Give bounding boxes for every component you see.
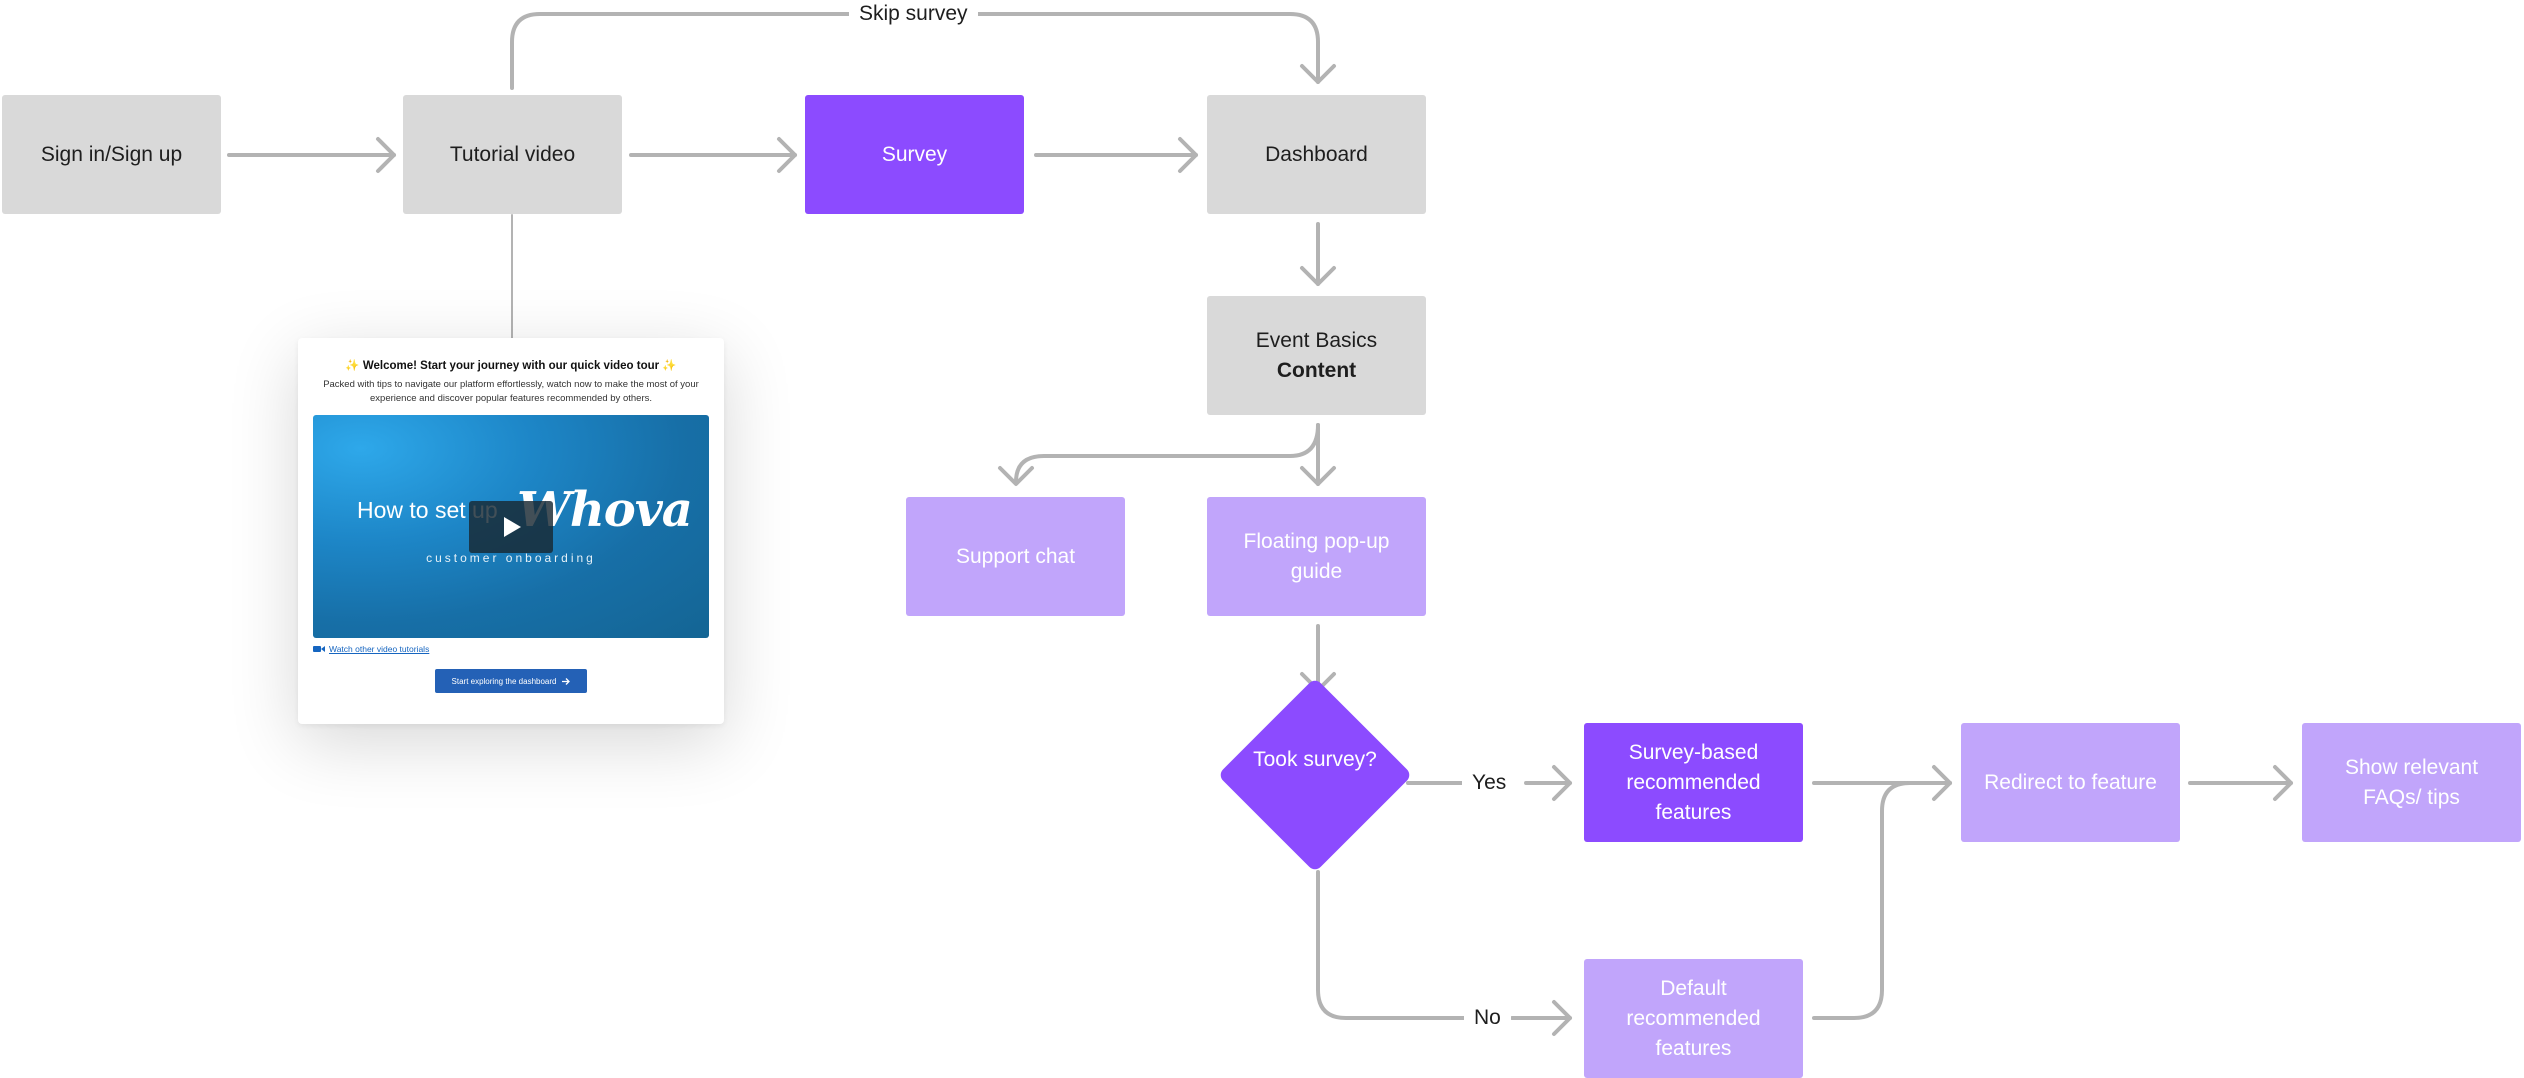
- sparkle-icon: ✨: [345, 360, 360, 372]
- node-survey-features: Survey-based recommended features: [1584, 723, 1803, 842]
- node-default-features: Default recommended features: [1584, 959, 1803, 1078]
- arrowhead-yes: [1552, 765, 1572, 801]
- video-subtitle: customer onboarding: [426, 551, 596, 565]
- node-floating-guide-label: Floating pop-up guide: [1243, 529, 1390, 583]
- node-event-basics-sublabel: Content: [1276, 358, 1357, 382]
- node-support-chat-label: Support chat: [955, 544, 1076, 568]
- node-decision-label: Took survey?: [1253, 748, 1377, 771]
- arrowhead-skip-survey: [1300, 64, 1336, 84]
- arrowhead-redirect: [1932, 765, 1952, 801]
- video-tour-modal: ✨ Welcome! Start your journey with our q…: [298, 338, 724, 724]
- edge-label-skip-survey: Skip survey: [849, 0, 978, 28]
- arrowhead-survey-dashboard: [1178, 137, 1198, 173]
- node-survey-label: Survey: [881, 142, 948, 166]
- node-faqs-label: Show relevant FAQs/ tips: [2344, 755, 2479, 809]
- arrowhead-tutorial-survey: [777, 137, 797, 173]
- modal-title: ✨ Welcome! Start your journey with our q…: [313, 358, 709, 374]
- watch-tutorials-link[interactable]: Watch other video tutorials: [329, 644, 430, 654]
- arrowhead-event-support: [998, 466, 1034, 486]
- modal-description: Packed with tips to navigate our platfor…: [323, 379, 699, 404]
- node-default-features-label: Default recommended features: [1626, 976, 1761, 1060]
- node-redirect-label: Redirect to feature: [1984, 770, 2157, 794]
- node-survey: Survey: [805, 95, 1024, 214]
- connector-no: [1316, 870, 1572, 1020]
- arrowhead-event-floating: [1300, 466, 1336, 486]
- modal-title-text: Welcome! Start your journey with our qui…: [362, 360, 660, 372]
- video-camera-icon: [313, 646, 325, 652]
- node-event-basics-label: Event Basics: [1255, 328, 1378, 352]
- arrowhead-signin-tutorial: [376, 137, 396, 173]
- arrowhead-dashboard-event: [1300, 266, 1336, 286]
- video-thumbnail[interactable]: How to set up Whova customer onboarding: [313, 415, 709, 638]
- arrow-right-icon: [562, 677, 571, 685]
- node-signin: Sign in/Sign up: [2, 95, 221, 214]
- start-exploring-button[interactable]: Start exploring the dashboard: [435, 669, 587, 693]
- arrowhead-no: [1552, 1000, 1572, 1036]
- play-button[interactable]: [469, 501, 553, 553]
- node-survey-features-label: Survey-based recommended features: [1626, 740, 1761, 824]
- tutorials-link-row: Watch other video tutorials: [313, 643, 709, 655]
- node-dashboard-label: Dashboard: [1265, 142, 1368, 166]
- node-event-basics: Event Basics Content: [1207, 296, 1426, 415]
- edge-label-no: No: [1464, 1004, 1511, 1032]
- start-exploring-label: Start exploring the dashboard: [451, 676, 557, 686]
- node-faqs: Show relevant FAQs/ tips: [2302, 723, 2521, 842]
- arrowhead-redirect-faqs: [2273, 765, 2293, 801]
- node-tutorial-label: Tutorial video: [449, 142, 576, 166]
- connector-default-features-redirect: [1812, 781, 1952, 1020]
- sparkle-icon: ✨: [662, 360, 677, 372]
- connector-event-support: [1014, 423, 1320, 484]
- play-icon: [504, 517, 521, 537]
- node-support-chat: Support chat: [906, 497, 1125, 616]
- edge-label-yes: Yes: [1462, 769, 1517, 797]
- node-redirect: Redirect to feature: [1961, 723, 2180, 842]
- node-signin-label: Sign in/Sign up: [40, 142, 183, 166]
- node-floating-guide: Floating pop-up guide: [1207, 497, 1426, 616]
- node-tutorial-video: Tutorial video: [403, 95, 622, 214]
- node-dashboard: Dashboard: [1207, 95, 1426, 214]
